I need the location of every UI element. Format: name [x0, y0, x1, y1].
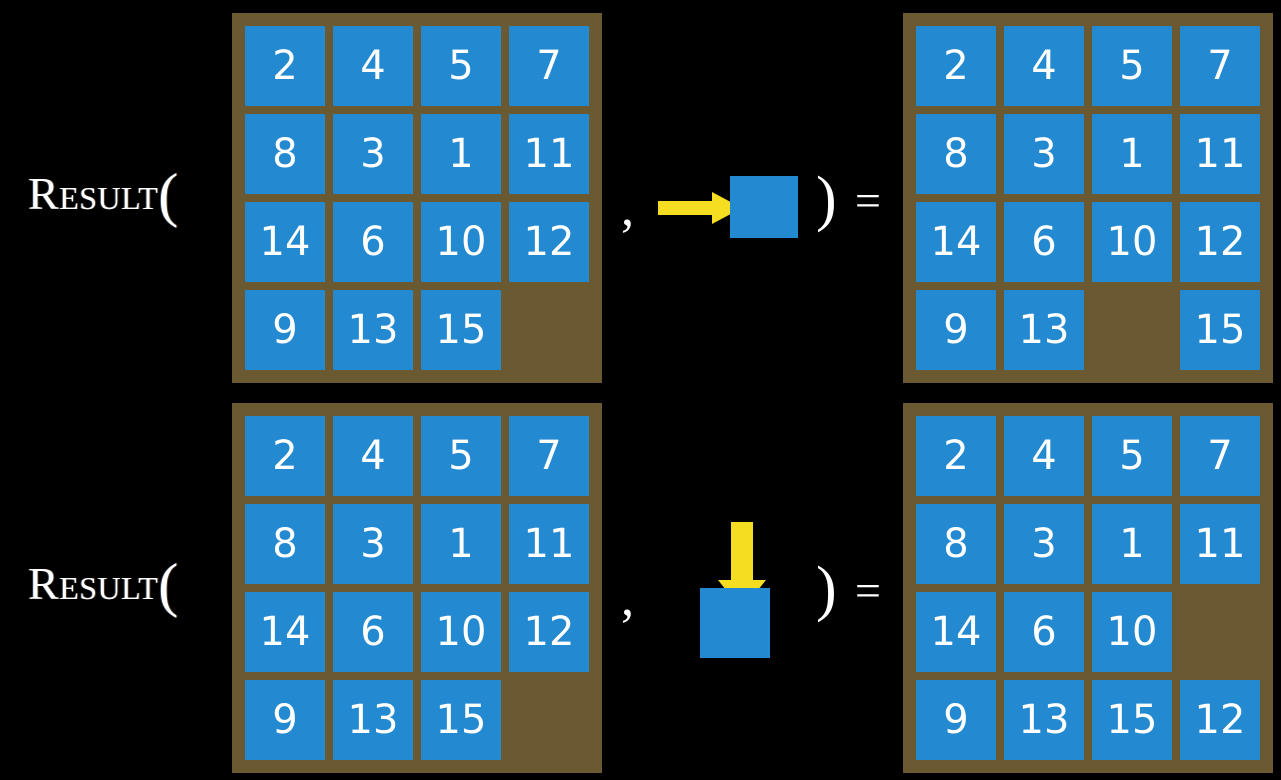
blank-tile[interactable] — [1092, 290, 1172, 370]
tile[interactable]: 12 — [509, 202, 589, 282]
tile[interactable]: 12 — [509, 592, 589, 672]
tile[interactable]: 9 — [245, 680, 325, 760]
result-function-label-row-1: Result( — [28, 165, 179, 225]
input-board-row-2: 2 4 5 7 8 3 1 11 14 6 10 12 9 13 15 — [232, 403, 602, 773]
tile[interactable]: 10 — [1092, 202, 1172, 282]
tile[interactable]: 4 — [1004, 416, 1084, 496]
tile[interactable]: 2 — [916, 26, 996, 106]
argument-separator-comma-row-2: , — [621, 570, 634, 627]
tile[interactable]: 5 — [421, 26, 501, 106]
blank-tile[interactable] — [509, 680, 589, 760]
equation-row-1: Result( 2 4 5 7 8 3 1 11 14 6 10 12 9 13… — [28, 13, 1273, 383]
tile[interactable]: 11 — [1180, 504, 1260, 584]
tile[interactable]: 3 — [1004, 504, 1084, 584]
tile[interactable]: 8 — [245, 114, 325, 194]
input-board-row-1: 2 4 5 7 8 3 1 11 14 6 10 12 9 13 15 — [232, 13, 602, 383]
tile[interactable]: 4 — [333, 26, 413, 106]
tile[interactable]: 6 — [1004, 592, 1084, 672]
tile[interactable]: 15 — [1092, 680, 1172, 760]
tile[interactable]: 4 — [1004, 26, 1084, 106]
result-rest-row-1: esult — [59, 168, 159, 219]
open-paren-row-2: ( — [158, 552, 179, 618]
tile[interactable]: 1 — [1092, 114, 1172, 194]
tile[interactable]: 15 — [1180, 290, 1260, 370]
tile[interactable]: 6 — [1004, 202, 1084, 282]
tile[interactable]: 6 — [333, 202, 413, 282]
tile[interactable]: 4 — [333, 416, 413, 496]
tile[interactable]: 10 — [421, 202, 501, 282]
tile[interactable]: 15 — [421, 290, 501, 370]
equals-sign-row-2: = — [855, 565, 881, 616]
arrow-right-icon — [658, 192, 742, 224]
tile[interactable]: 3 — [1004, 114, 1084, 194]
blank-square-indicator-row-2 — [700, 588, 770, 658]
tile[interactable]: 13 — [333, 290, 413, 370]
tile[interactable]: 2 — [245, 416, 325, 496]
tile[interactable]: 2 — [245, 26, 325, 106]
tile[interactable]: 11 — [509, 114, 589, 194]
tile[interactable]: 12 — [1180, 680, 1260, 760]
tile[interactable]: 13 — [1004, 680, 1084, 760]
tile[interactable]: 1 — [421, 504, 501, 584]
tile[interactable]: 5 — [1092, 416, 1172, 496]
close-paren-row-2: ) — [816, 555, 837, 623]
board-grid: 2 4 5 7 8 3 1 11 14 6 10 12 9 13 15 — [245, 416, 589, 760]
tile[interactable]: 5 — [421, 416, 501, 496]
tile[interactable]: 10 — [421, 592, 501, 672]
tile[interactable]: 8 — [916, 504, 996, 584]
tile[interactable]: 9 — [245, 290, 325, 370]
output-board-row-1: 2 4 5 7 8 3 1 11 14 6 10 12 9 13 15 — [903, 13, 1273, 383]
tile[interactable]: 14 — [245, 592, 325, 672]
tile[interactable]: 3 — [333, 504, 413, 584]
equation-row-2: Result( 2 4 5 7 8 3 1 11 14 6 10 12 9 13… — [0, 390, 1281, 780]
tile[interactable]: 14 — [916, 592, 996, 672]
tile[interactable]: 1 — [1092, 504, 1172, 584]
output-board-row-2: 2 4 5 7 8 3 1 11 14 6 10 9 13 15 12 — [903, 403, 1273, 773]
result-initial-row-1: R — [28, 168, 60, 219]
tile[interactable]: 7 — [1180, 416, 1260, 496]
tile[interactable]: 6 — [333, 592, 413, 672]
move-argument-row-1 — [650, 170, 810, 245]
board-grid: 2 4 5 7 8 3 1 11 14 6 10 12 9 13 15 — [916, 26, 1260, 370]
tile[interactable]: 11 — [509, 504, 589, 584]
tile[interactable]: 15 — [421, 680, 501, 760]
tile[interactable]: 13 — [333, 680, 413, 760]
result-function-label-row-2: Result( — [28, 555, 179, 615]
tile[interactable]: 14 — [245, 202, 325, 282]
move-argument-row-2 — [695, 510, 805, 660]
result-rest-row-2: esult — [59, 558, 159, 609]
tile[interactable]: 1 — [421, 114, 501, 194]
result-initial-row-2: R — [28, 558, 60, 609]
open-paren-row-1: ( — [158, 162, 179, 228]
tile[interactable]: 8 — [916, 114, 996, 194]
tile[interactable]: 11 — [1180, 114, 1260, 194]
tile[interactable]: 8 — [245, 504, 325, 584]
tile[interactable]: 14 — [916, 202, 996, 282]
argument-separator-comma-row-1: , — [621, 180, 634, 237]
tile[interactable]: 7 — [509, 416, 589, 496]
tile[interactable]: 10 — [1092, 592, 1172, 672]
close-paren-row-1: ) — [816, 165, 837, 233]
equals-sign-row-1: = — [855, 175, 881, 226]
tile[interactable]: 7 — [509, 26, 589, 106]
tile[interactable]: 9 — [916, 680, 996, 760]
blank-tile[interactable] — [1180, 592, 1260, 672]
tile[interactable]: 13 — [1004, 290, 1084, 370]
tile[interactable]: 3 — [333, 114, 413, 194]
tile[interactable]: 5 — [1092, 26, 1172, 106]
board-grid: 2 4 5 7 8 3 1 11 14 6 10 12 9 13 15 — [245, 26, 589, 370]
tile[interactable]: 12 — [1180, 202, 1260, 282]
tile[interactable]: 9 — [916, 290, 996, 370]
blank-tile[interactable] — [509, 290, 589, 370]
tile[interactable]: 2 — [916, 416, 996, 496]
blank-square-indicator-row-1 — [730, 176, 798, 238]
tile[interactable]: 7 — [1180, 26, 1260, 106]
board-grid: 2 4 5 7 8 3 1 11 14 6 10 9 13 15 12 — [916, 416, 1260, 760]
